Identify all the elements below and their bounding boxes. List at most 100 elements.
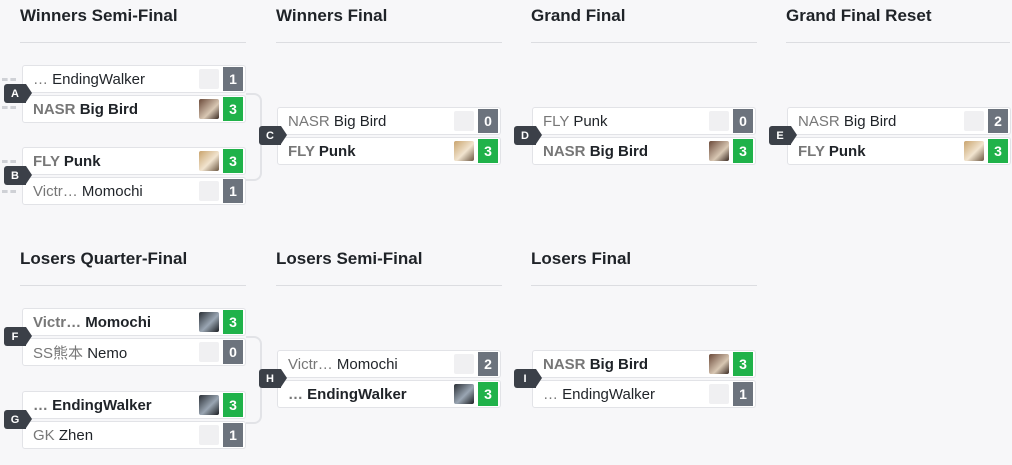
entry-dash <box>2 78 16 81</box>
match-slot[interactable]: … EndingWalker 3 <box>277 380 501 408</box>
avatar <box>199 312 219 332</box>
match-d[interactable]: FLY Punk 0 NASR Big Bird 3 <box>532 107 756 167</box>
match-label-badge: D <box>514 126 542 145</box>
player-name: Big Bird <box>843 112 897 130</box>
score-badge: 2 <box>988 109 1008 133</box>
round-title-losers-quarter: Losers Quarter-Final <box>20 249 188 268</box>
match-slot[interactable]: … EndingWalker 3 <box>22 391 246 419</box>
score-badge: 3 <box>733 139 753 163</box>
player-name: Punk <box>828 142 866 160</box>
match-slot[interactable]: NASR Big Bird 3 <box>532 350 756 378</box>
round-title-grand-final: Grand Final <box>531 6 626 25</box>
score-badge: 3 <box>733 352 753 376</box>
match-slot[interactable]: FLY Punk 0 <box>532 107 756 135</box>
avatar <box>454 354 474 374</box>
player-name: Momochi <box>85 313 152 331</box>
match-e[interactable]: NASR Big Bird 2 FLY Punk 3 <box>787 107 1011 167</box>
match-h[interactable]: Victr… Momochi 2 … EndingWalker 3 <box>277 350 501 410</box>
player-name: EndingWalker <box>52 70 145 88</box>
match-slot[interactable]: NASR Big Bird 3 <box>532 137 756 165</box>
divider <box>531 42 757 43</box>
divider <box>276 285 502 286</box>
score-badge: 3 <box>223 97 243 121</box>
match-slot[interactable]: GK Zhen 1 <box>22 421 246 449</box>
player-name: Punk <box>318 142 356 160</box>
score-badge: 1 <box>223 67 243 91</box>
match-slot[interactable]: FLY Punk 3 <box>277 137 501 165</box>
divider <box>276 42 502 43</box>
score-badge: 3 <box>223 310 243 334</box>
player-name: Punk <box>573 112 608 130</box>
match-label-badge: G <box>4 410 32 429</box>
team-prefix: FLY <box>288 142 315 160</box>
match-b[interactable]: FLY Punk 3 Victr… Momochi 1 <box>22 147 246 207</box>
avatar <box>199 151 219 171</box>
team-prefix: … <box>543 385 558 403</box>
score-badge: 3 <box>478 139 498 163</box>
avatar <box>199 69 219 89</box>
match-slot[interactable]: Victr… Momochi 3 <box>22 308 246 336</box>
team-prefix: … <box>288 385 303 403</box>
match-slot[interactable]: NASR Big Bird 3 <box>22 95 246 123</box>
team-prefix: SS熊本 <box>33 344 84 362</box>
player-name: EndingWalker <box>52 396 152 414</box>
team-prefix: Victr… <box>288 355 333 373</box>
match-slot[interactable]: FLY Punk 3 <box>22 147 246 175</box>
divider <box>20 285 246 286</box>
match-label-badge: C <box>259 126 287 145</box>
avatar <box>199 425 219 445</box>
entry-dash <box>2 106 16 109</box>
score-badge: 0 <box>223 340 243 364</box>
match-label-badge: E <box>769 126 797 145</box>
entry-dash <box>2 190 16 193</box>
match-slot[interactable]: Victr… Momochi 2 <box>277 350 501 378</box>
team-prefix: NASR <box>33 100 76 118</box>
match-slot[interactable]: … EndingWalker 1 <box>532 380 756 408</box>
team-prefix: NASR <box>798 112 840 130</box>
match-slot[interactable]: … EndingWalker 1 <box>22 65 246 93</box>
score-badge: 1 <box>733 382 753 406</box>
divider <box>786 42 1010 43</box>
score-badge: 3 <box>988 139 1008 163</box>
team-prefix: Victr… <box>33 313 82 331</box>
match-a[interactable]: … EndingWalker 1 NASR Big Bird 3 <box>22 65 246 125</box>
match-g[interactable]: … EndingWalker 3 GK Zhen 1 <box>22 391 246 451</box>
score-badge: 2 <box>478 352 498 376</box>
round-title-winners-final: Winners Final <box>276 6 388 25</box>
match-slot[interactable]: FLY Punk 3 <box>787 137 1011 165</box>
match-slot[interactable]: Victr… Momochi 1 <box>22 177 246 205</box>
team-prefix: Victr… <box>33 182 78 200</box>
match-i[interactable]: NASR Big Bird 3 … EndingWalker 1 <box>532 350 756 410</box>
player-name: Big Bird <box>589 142 649 160</box>
team-prefix: NASR <box>543 142 586 160</box>
divider <box>531 285 757 286</box>
team-prefix: FLY <box>798 142 825 160</box>
avatar <box>964 111 984 131</box>
score-badge: 3 <box>223 149 243 173</box>
team-prefix: FLY <box>543 112 570 130</box>
avatar <box>454 141 474 161</box>
player-name: Zhen <box>58 426 94 444</box>
match-slot[interactable]: NASR Big Bird 2 <box>787 107 1011 135</box>
round-title-winners-semi: Winners Semi-Final <box>20 6 178 25</box>
score-badge: 0 <box>478 109 498 133</box>
avatar <box>199 342 219 362</box>
avatar <box>709 141 729 161</box>
player-name: Momochi <box>81 182 143 200</box>
match-slot[interactable]: SS熊本 Nemo 0 <box>22 338 246 366</box>
score-badge: 3 <box>223 393 243 417</box>
score-badge: 3 <box>478 382 498 406</box>
team-prefix: NASR <box>288 112 330 130</box>
avatar <box>199 99 219 119</box>
avatar <box>709 111 729 131</box>
match-c[interactable]: NASR Big Bird 0 FLY Punk 3 <box>277 107 501 167</box>
avatar <box>964 141 984 161</box>
match-label-badge: B <box>4 166 32 185</box>
avatar <box>199 395 219 415</box>
player-name: EndingWalker <box>562 385 655 403</box>
player-name: Momochi <box>336 355 398 373</box>
player-name: Big Bird <box>333 112 387 130</box>
team-prefix: NASR <box>543 355 586 373</box>
match-f[interactable]: Victr… Momochi 3 SS熊本 Nemo 0 <box>22 308 246 368</box>
match-slot[interactable]: NASR Big Bird 0 <box>277 107 501 135</box>
